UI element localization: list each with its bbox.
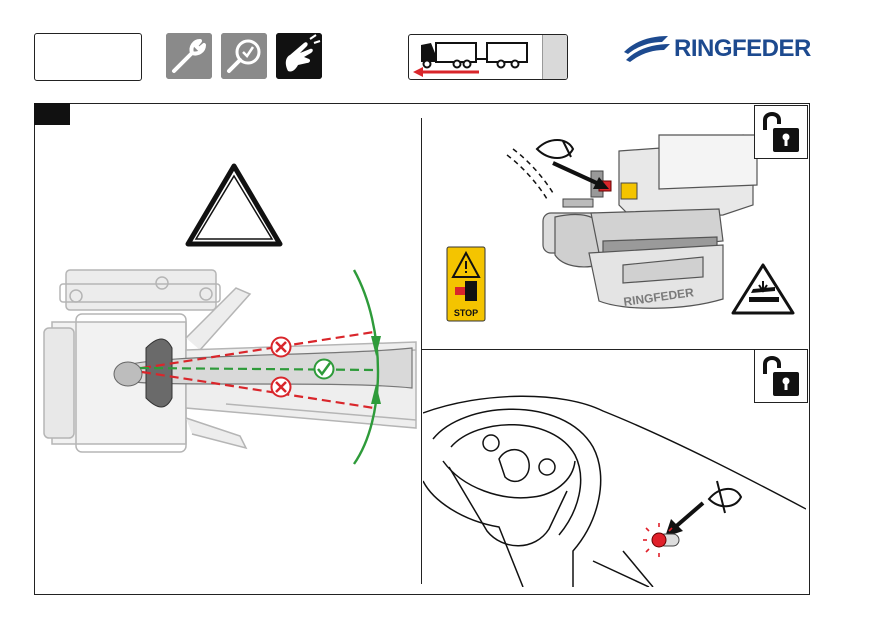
eye-icon <box>537 140 573 158</box>
blank-label-box <box>34 33 142 81</box>
check-icon <box>315 360 334 379</box>
stop-warning-label: STOP <box>447 247 485 321</box>
warning-triangle-icon <box>188 166 280 244</box>
panel-divider-vertical <box>421 118 422 584</box>
wrench-icon <box>166 33 212 79</box>
stop-label-text: STOP <box>454 308 478 318</box>
ringfeder-logo: RINGFEDER <box>622 30 812 70</box>
hand-crush-warning-icon <box>733 265 793 313</box>
cross-icon <box>272 338 291 357</box>
left-panel-illustration <box>36 118 420 590</box>
unlocked-padlock-icon <box>754 349 808 403</box>
unlocked-padlock-icon <box>754 105 808 159</box>
bottom-right-illustration <box>423 351 806 587</box>
brand-name: RINGFEDER <box>674 35 811 63</box>
cross-icon <box>272 378 291 397</box>
panel-divider-horizontal <box>421 349 808 350</box>
steering-wheel <box>423 409 653 587</box>
inspection-magnifier-icon <box>221 33 267 79</box>
truck-box-shade <box>542 35 567 79</box>
eye-icon <box>709 481 741 513</box>
truck-trailer-reverse-icon <box>408 34 568 80</box>
hand-press-icon <box>276 33 322 79</box>
top-right-illustration: RINGFEDER STOP <box>423 105 806 348</box>
